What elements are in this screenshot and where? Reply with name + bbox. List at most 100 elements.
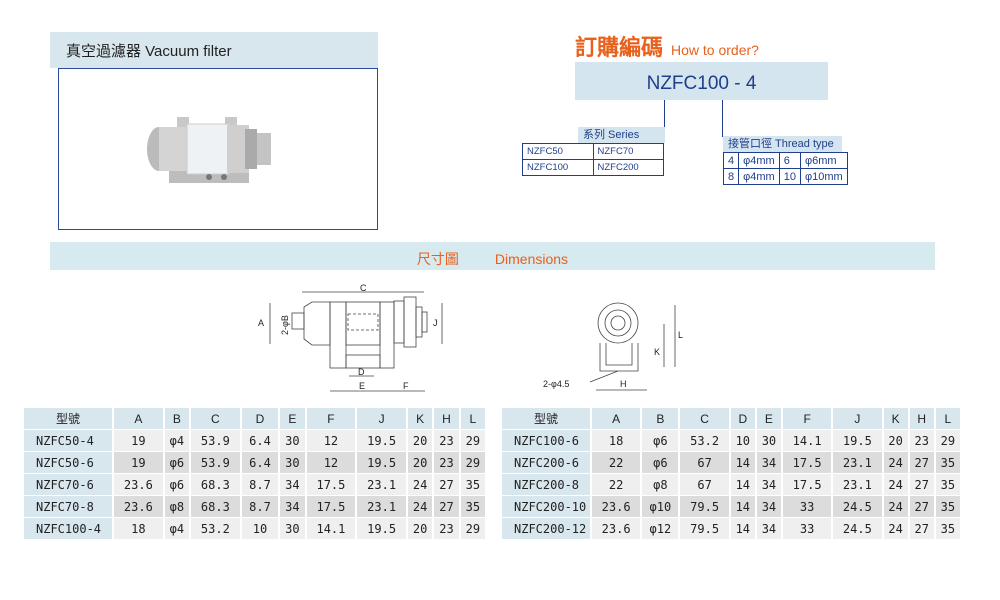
value-cell: 35 <box>935 518 960 539</box>
value-cell: 24 <box>883 496 908 517</box>
value-cell: φ6 <box>164 452 190 473</box>
value-cell: 27 <box>909 518 934 539</box>
value-cell: 23 <box>434 430 459 451</box>
value-cell: 10 <box>730 430 755 451</box>
dim-label-hole: 2-φ4.5 <box>543 379 569 389</box>
value-cell: 34 <box>756 452 781 473</box>
series-cell: NZFC200 <box>592 159 664 176</box>
value-cell: 22 <box>592 452 641 473</box>
value-cell: 8.7 <box>241 474 279 495</box>
column-header: E <box>280 408 305 429</box>
value-cell: 10 <box>241 518 279 539</box>
value-cell: 23.1 <box>357 496 406 517</box>
value-cell: 35 <box>460 496 485 517</box>
value-cell: 27 <box>434 496 459 517</box>
value-cell: 34 <box>756 518 781 539</box>
value-cell: 29 <box>460 518 485 539</box>
value-cell: 27 <box>909 452 934 473</box>
column-header: D <box>241 408 279 429</box>
value-cell: φ6 <box>164 474 190 495</box>
value-cell: 53.9 <box>191 430 240 451</box>
value-cell: 17.5 <box>782 474 832 495</box>
dim-label-l: L <box>678 330 683 340</box>
value-cell: 6.4 <box>241 452 279 473</box>
column-header: K <box>407 408 433 429</box>
model-cell: NZFC200-8 <box>502 474 590 495</box>
value-cell: 20 <box>407 430 433 451</box>
model-cell: NZFC200-10 <box>502 496 590 517</box>
value-cell: 12 <box>306 452 356 473</box>
value-cell: 23.6 <box>592 496 641 517</box>
column-header: L <box>935 408 960 429</box>
value-cell: 8.7 <box>241 496 279 517</box>
value-cell: 24 <box>883 518 908 539</box>
dim-label-h: H <box>620 379 627 389</box>
value-cell: 24 <box>407 496 433 517</box>
value-cell: 29 <box>935 430 960 451</box>
value-cell: 68.3 <box>191 474 240 495</box>
value-cell: 24.5 <box>833 496 882 517</box>
value-cell: 19.5 <box>357 452 406 473</box>
value-cell: 23.6 <box>114 474 163 495</box>
value-cell: 35 <box>935 496 960 517</box>
value-cell: 19 <box>114 452 163 473</box>
value-cell: φ4 <box>164 430 190 451</box>
value-cell: 20 <box>407 452 433 473</box>
value-cell: 53.2 <box>191 518 240 539</box>
value-cell: 27 <box>909 474 934 495</box>
column-header: B <box>642 408 679 429</box>
column-header: K <box>883 408 908 429</box>
value-cell: φ6 <box>642 452 679 473</box>
value-cell: 35 <box>935 474 960 495</box>
column-header: H <box>909 408 934 429</box>
thread-cell: 4 <box>722 152 740 169</box>
column-header: B <box>164 408 190 429</box>
value-cell: 23 <box>434 518 459 539</box>
value-cell: 68.3 <box>191 496 240 517</box>
dim-label-c: C <box>360 283 367 293</box>
value-cell: 27 <box>434 474 459 495</box>
order-title-en: How to order? <box>671 42 759 58</box>
value-cell: 34 <box>756 474 781 495</box>
thread-cell: 6 <box>778 152 801 169</box>
value-cell: 53.9 <box>191 452 240 473</box>
value-cell: φ4 <box>164 518 190 539</box>
dim-label-b: 2-φB <box>280 315 290 335</box>
model-cell: NZFC100-4 <box>24 518 112 539</box>
column-header: A <box>592 408 641 429</box>
value-cell: 67 <box>680 452 729 473</box>
value-cell: 19.5 <box>357 430 406 451</box>
column-header: E <box>756 408 781 429</box>
column-header: 型號 <box>502 408 590 429</box>
column-header: F <box>306 408 356 429</box>
column-header: D <box>730 408 755 429</box>
model-cell: NZFC50-4 <box>24 430 112 451</box>
value-cell: 17.5 <box>306 474 356 495</box>
value-cell: 6.4 <box>241 430 279 451</box>
value-cell: 34 <box>756 496 781 517</box>
value-cell: 17.5 <box>782 452 832 473</box>
value-cell: 23.1 <box>357 474 406 495</box>
connector-line <box>722 100 723 137</box>
dim-label-k: K <box>654 347 660 357</box>
column-header: J <box>833 408 882 429</box>
column-header: C <box>191 408 240 429</box>
thread-cell: 8 <box>722 168 740 185</box>
dim-label-f: F <box>403 381 409 391</box>
value-cell: 14 <box>730 518 755 539</box>
column-header: A <box>114 408 163 429</box>
model-cell: NZFC50-6 <box>24 452 112 473</box>
vacuum-filter-image <box>147 117 271 183</box>
dimensions-title-cn: 尺寸圖 <box>416 251 459 267</box>
value-cell: 35 <box>935 452 960 473</box>
value-cell: 23.6 <box>114 496 163 517</box>
product-title: 真空過濾器 Vacuum filter <box>50 32 378 68</box>
